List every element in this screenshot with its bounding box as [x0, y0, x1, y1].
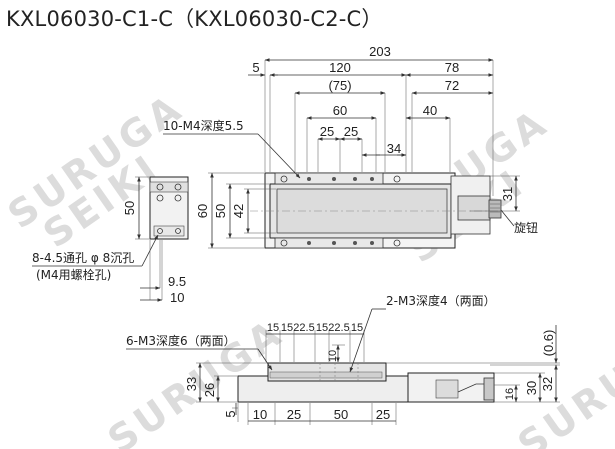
dim-203: 203 — [369, 44, 391, 59]
dim-33: 33 — [184, 377, 199, 391]
note-2-m3: 2-M3深度4（两面） — [386, 293, 496, 308]
dim-bottom-10: 10 — [253, 407, 267, 422]
dim-5-front: 5 — [223, 410, 238, 417]
side-view: 50 8-4.5通孔 φ 8沉孔 (M4用螺栓孔) 9.5 10 — [32, 176, 189, 305]
dim-32: 32 — [540, 377, 555, 391]
dim-30: 30 — [524, 381, 539, 395]
dim-0-6: (0.6) — [541, 330, 556, 357]
dim-50-side: 50 — [122, 201, 137, 215]
dim-25-b: 25 — [344, 124, 358, 139]
dim-top-22-5-a: 22.5 — [293, 322, 314, 334]
page-title: KXL06030-C1-C（KXL06030-C2-C） — [6, 7, 383, 31]
top-view: 203 5 120 78 (75) 72 60 40 25 25 34 — [163, 44, 538, 249]
hole-note-line2: (M4用螺栓孔) — [36, 267, 111, 282]
dim-25-a: 25 — [320, 124, 334, 139]
hole-note-line1: 8-4.5通孔 φ 8沉孔 — [32, 251, 134, 265]
tap-note: 10-M4深度5.5 — [163, 118, 244, 133]
knob-icon — [488, 199, 502, 219]
dim-26: 26 — [202, 383, 217, 397]
dim-42-left: 42 — [231, 204, 246, 218]
dim-10-small: 10 — [327, 350, 339, 362]
note-6-m3: 6-M3深度6（两面） — [126, 333, 236, 348]
dim-60-left: 60 — [195, 204, 210, 218]
dim-120: 120 — [329, 60, 351, 75]
dim-16: 16 — [504, 388, 516, 400]
dim-50-left: 50 — [213, 204, 228, 218]
tap-holes-top — [280, 175, 401, 247]
dim-bottom-25-b: 25 — [376, 407, 390, 422]
front-view: 15 15 22.5 15 22.5 15 10 2-M3深度4（两面） 6-M… — [126, 293, 560, 425]
dim-31: 31 — [500, 187, 515, 201]
dim-78: 78 — [445, 60, 459, 75]
dim-9-5: 9.5 — [168, 274, 186, 289]
dim-top-15-d: 15 — [351, 322, 363, 334]
dim-top-15-b: 15 — [281, 322, 293, 334]
dim-34: 34 — [387, 141, 401, 156]
knob-label: 旋钮 — [514, 220, 538, 235]
dim-60-top: 60 — [333, 103, 347, 118]
dim-75-ref: (75) — [328, 78, 351, 93]
dim-top-15-c: 15 — [316, 322, 328, 334]
dim-5-top: 5 — [252, 60, 259, 75]
dim-top-22-5-b: 22.5 — [328, 322, 349, 334]
dim-bottom-50: 50 — [334, 407, 348, 422]
dim-10-side: 10 — [170, 290, 184, 305]
dim-top-15-a: 15 — [267, 322, 279, 334]
dim-40: 40 — [423, 103, 437, 118]
dim-72: 72 — [445, 78, 459, 93]
watermark-left: SURUGA SEIKI — [0, 85, 191, 257]
dim-bottom-25-a: 25 — [287, 407, 301, 422]
